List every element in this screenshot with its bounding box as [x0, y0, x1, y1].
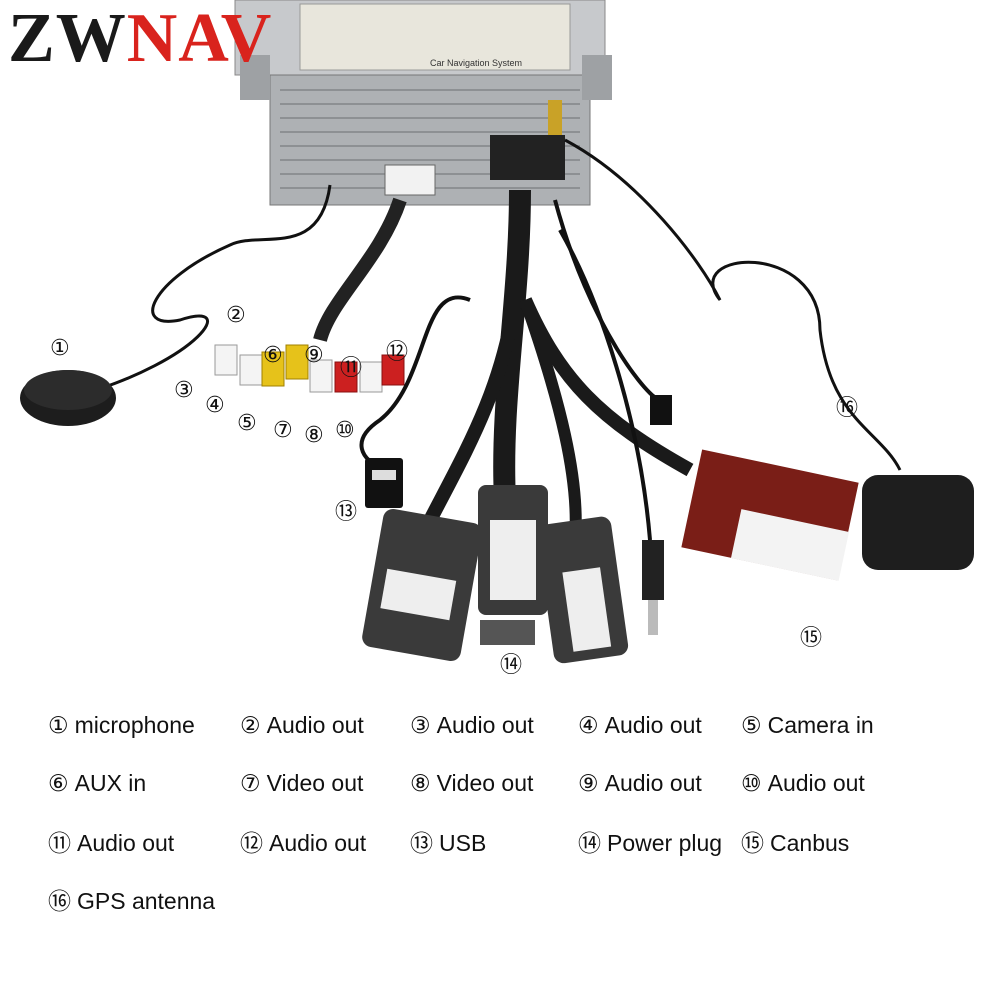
callout-3: ③	[174, 378, 194, 403]
gps-cable	[564, 138, 902, 471]
callout-5: ⑤	[237, 411, 257, 436]
usb-connector	[365, 458, 403, 508]
callout-2: ②	[226, 303, 246, 328]
rca-plugs	[214, 344, 405, 393]
callout-16: ⑯	[836, 396, 859, 421]
callout-1: ①	[50, 336, 70, 361]
main-connector-block	[490, 135, 565, 180]
unit-bracket-right	[582, 55, 612, 100]
callout-14: ⑭	[500, 653, 523, 678]
brand-logo: ZWNAV	[8, 0, 273, 77]
callout-13: ⑬	[335, 500, 358, 525]
canbus-label	[731, 509, 849, 581]
callout-6: ⑥	[263, 343, 283, 368]
callout-4: ④	[205, 393, 225, 418]
unit-spec-sticker	[299, 3, 571, 71]
radio-antenna-adapter	[642, 540, 664, 600]
sticker-text: Car Navigation System	[430, 58, 522, 68]
gps-antenna-jack	[548, 100, 562, 135]
usb-cable	[359, 295, 471, 472]
callout-8: ⑧	[304, 423, 324, 448]
camera-connector	[650, 395, 672, 425]
callout-10: ⑩	[335, 418, 355, 443]
callout-7: ⑦	[273, 418, 293, 443]
power-plug-d	[480, 620, 535, 645]
gps-antenna	[862, 475, 974, 570]
callout-15: ⑮	[800, 626, 823, 651]
unit-bracket-left	[240, 55, 270, 100]
rca-cable-bundle	[313, 197, 407, 343]
microphone-cable	[79, 184, 332, 397]
callout-11: ⑪	[340, 356, 363, 381]
callout-9: ⑨	[304, 343, 324, 368]
callout-12: ⑫	[386, 340, 409, 365]
rca-connector-block	[384, 164, 436, 196]
